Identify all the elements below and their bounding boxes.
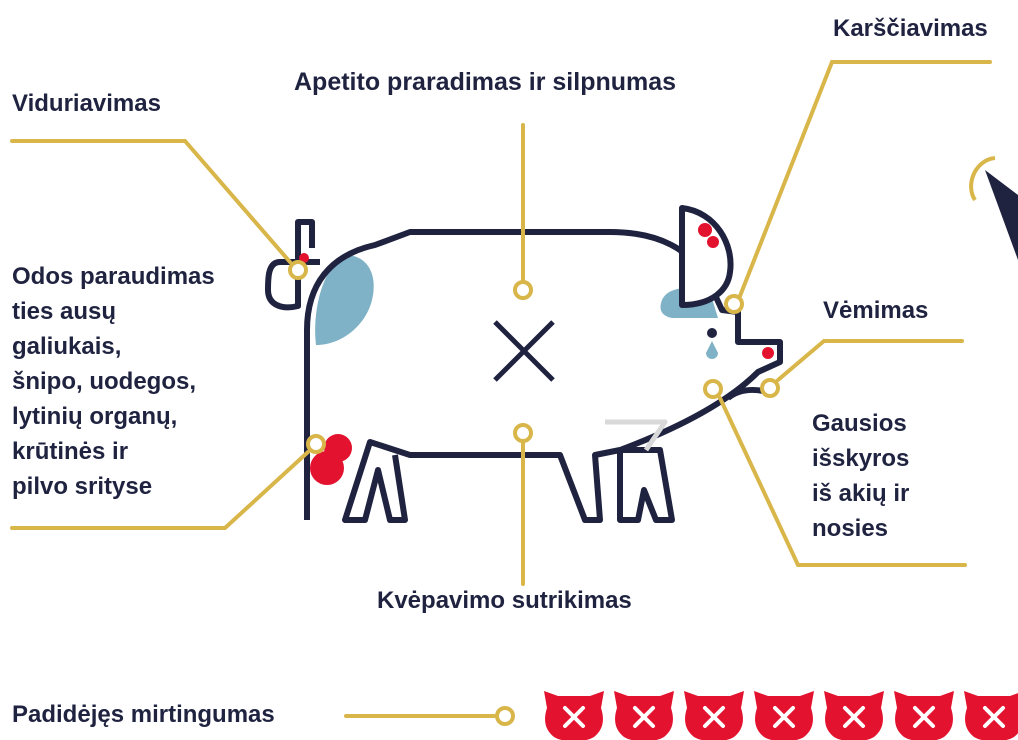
label-mortality: Padidėjęs mirtingumas — [12, 701, 275, 728]
marker-appetite — [513, 280, 533, 300]
skin-redness-line: pilvo srityse — [12, 473, 153, 500]
marker-diarrhea — [288, 260, 308, 280]
marker-vomiting — [760, 378, 780, 398]
discharge-line: išskyros — [812, 445, 910, 472]
leader-lines — [10, 60, 992, 718]
x-mark-icon — [703, 706, 725, 728]
marker-fever — [724, 294, 744, 314]
dead-pig-icon — [824, 691, 884, 740]
leader-fever — [738, 60, 992, 298]
leader-discharge — [718, 396, 967, 567]
dead-pig-icon — [964, 691, 1018, 740]
dead-pig-icon — [894, 691, 954, 740]
dead-pig-icon — [754, 691, 814, 740]
label-appetite-loss: Apetito praradimas ir silpnumas — [294, 68, 677, 96]
leader-diarrhea — [10, 139, 292, 264]
pig-icon — [265, 205, 783, 523]
x-mark-icon — [773, 706, 795, 728]
skin-redness-line: galiukais, — [12, 333, 122, 360]
discharge-line: iš akių ir — [812, 480, 910, 507]
label-skin-redness: Odos paraudimas ties ausų galiukais, šni… — [12, 259, 215, 504]
mortality-icons — [544, 691, 1018, 740]
skin-redness-line: krūtinės ir — [12, 438, 129, 465]
skin-redness-line: Odos paraudimas — [12, 263, 215, 290]
dead-pig-icon — [614, 691, 674, 740]
skin-redness-line: šnipo, uodegos, — [12, 368, 196, 395]
leader-skin — [10, 450, 310, 530]
x-mark-icon — [983, 706, 1005, 728]
marker-discharge — [703, 379, 723, 399]
marker-skin — [306, 434, 326, 454]
leader-vomiting — [776, 339, 964, 382]
dead-pig-icon — [684, 691, 744, 740]
x-mark-icon — [633, 706, 655, 728]
label-diarrhea: Viduriavimas — [12, 90, 161, 117]
marker-breathing — [513, 423, 533, 443]
x-mark-icon — [563, 706, 585, 728]
label-fever: Karščiavimas — [833, 15, 988, 42]
skin-redness-line: ties ausų — [12, 298, 117, 325]
leader-markers — [288, 260, 780, 726]
x-mark-icon — [913, 706, 935, 728]
discharge-line: nosies — [812, 515, 889, 542]
discharge-line: Gausios — [812, 410, 907, 437]
label-vomiting: Vėmimas — [823, 297, 929, 324]
label-discharge: Gausios išskyros iš akių ir nosies — [812, 406, 909, 546]
label-breathing: Kvėpavimo sutrikimas — [377, 587, 632, 614]
marker-mortality — [495, 706, 515, 726]
x-mark-icon — [843, 706, 865, 728]
skin-redness-line: lytinių organų, — [12, 403, 178, 430]
dead-pig-icon — [544, 691, 604, 740]
large-pig-fragment — [969, 156, 1018, 260]
